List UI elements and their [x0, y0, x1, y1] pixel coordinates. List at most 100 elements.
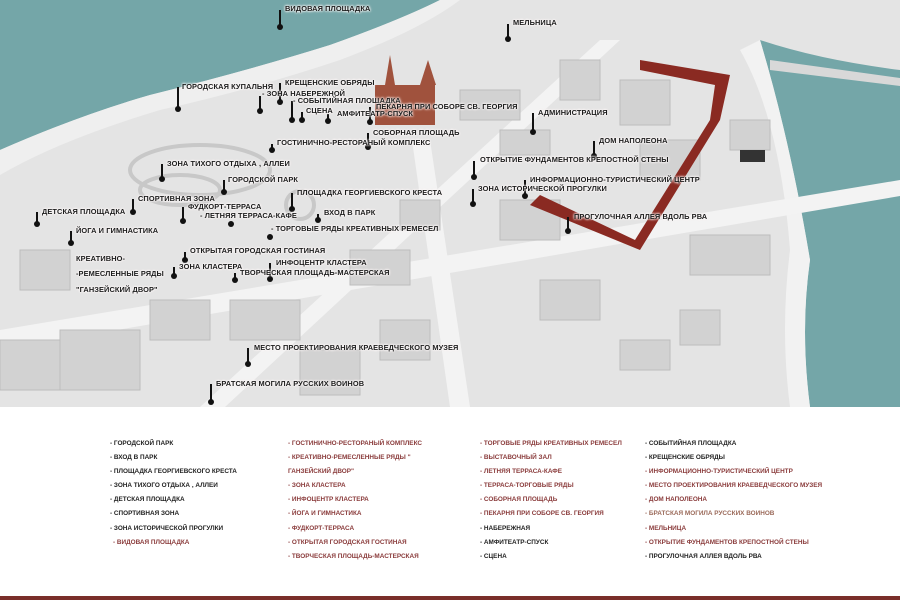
label-fundamenty: ОТКРЫТИЕ ФУНДАМЕНТОВ КРЕПОСТНОЙ СТЕНЫ: [480, 155, 669, 164]
legend-item: - СОБЫТИЙНАЯ ПЛОЩАДКА: [645, 440, 737, 447]
pin-yoga[interactable]: [68, 231, 74, 246]
pin-stsena[interactable]: [299, 112, 305, 123]
river-right: [760, 40, 900, 407]
pin-klaster[interactable]: [171, 267, 177, 279]
label-napoleon: ДОМ НАПОЛЕОНА: [599, 136, 668, 145]
legend-item: - ПРОГУЛОЧНАЯ АЛЛЕЯ ВДОЛЬ РВА: [645, 552, 762, 560]
label-fudkort: ФУДКОРТ-ТЕРРАСА: [188, 202, 262, 211]
buildings: [0, 59, 771, 396]
legend-col-1: - ГОРОДСКОЙ ПАРК - ВХОД В ПАРК - ПЛОЩАДК…: [110, 437, 237, 550]
label-progulochnaya: ПРОГУЛОЧНАЯ АЛЛЕЯ ВДОЛЬ РВА: [574, 212, 708, 221]
pin-infotsentr[interactable]: [267, 263, 273, 282]
pin-istoricheskaya[interactable]: [470, 189, 476, 207]
pin-gostinichno[interactable]: [269, 144, 275, 153]
pin-tvorcheskaya[interactable]: [232, 273, 238, 283]
legend-item: - МЕСТО ПРОЕКТИРОВАНИЯ КРАЕВЕДЧЕСКОГО МУ…: [645, 482, 823, 490]
legend-item: - ПЕКАРНЯ ПРИ СОБОРЕ СВ. ГЕОРГИЯ: [480, 510, 604, 518]
fortress-wall: [530, 60, 730, 250]
pin-amfiteatr[interactable]: [325, 114, 331, 124]
label-stsena: СЦЕНА: [306, 106, 333, 115]
label-tikhiy: ЗОНА ТИХОГО ОТДЫХА , АЛЛЕИ: [167, 159, 290, 168]
pin-sportivnaya[interactable]: [130, 199, 136, 215]
pin-park[interactable]: [221, 180, 227, 195]
pin-vidovaya[interactable]: [277, 10, 283, 30]
pin-sobytiynaya[interactable]: [289, 101, 295, 123]
pin-infoturist[interactable]: [522, 180, 528, 199]
legend-item: - СОБОРНАЯ ПЛОЩАДЬ: [480, 496, 558, 504]
legend-item: - ЛЕТНЯЯ ТЕРРАСА-КАФЕ: [480, 468, 562, 476]
legend-item: - ЗОНА ИСТОРИЧЕСКОЙ ПРОГУЛКИ: [110, 524, 224, 532]
label-istoricheskaya: ЗОНА ИСТОРИЧЕСКОЙ ПРОГУЛКИ: [478, 184, 607, 193]
label-melnitsa: МЕЛЬНИЦА: [513, 18, 557, 27]
legend-item: - ГОРОДСКОЙ ПАРК: [110, 440, 174, 447]
bottom-border: [0, 596, 900, 600]
label-sobornaya: СОБОРНАЯ ПЛОЩАДЬ: [373, 128, 460, 137]
legend-item: - КРЕАТИВНО-РЕМЕСЛЕННЫЕ РЯДЫ ": [288, 454, 411, 462]
pin-tikhiy[interactable]: [159, 164, 165, 182]
pin-napoleon[interactable]: [591, 141, 597, 159]
legend-item: - ОТКРЫТИЕ ФУНДАМЕНТОВ КРЕПОСТНОЙ СТЕНЫ: [645, 538, 809, 546]
pin-progulochnaya[interactable]: [565, 217, 571, 234]
legend-item: - МЕЛЬНИЦА: [645, 524, 687, 532]
legend-col-4: - СОБЫТИЙНАЯ ПЛОЩАДКА - КРЕЩЕНСКИЕ ОБРЯД…: [645, 437, 822, 564]
riverbank-right: [740, 40, 810, 407]
legend-col-2: - ГОСТИНИЧНО-РЕСТОРАНЫЙ КОМПЛЕКС - КРЕАТ…: [288, 437, 422, 564]
label-kupalnya: ГОРОДСКАЯ КУПАЛЬНЯ: [182, 82, 274, 91]
legend-item: - ФУДКОРТ-ТЕРРАСА: [288, 524, 355, 532]
pin-administratsiya[interactable]: [530, 113, 536, 135]
pin-torgovye[interactable]: [267, 234, 273, 240]
pin-fudkort[interactable]: [180, 207, 186, 224]
label-gostinaya: ОТКРЫТАЯ ГОРОДСКАЯ ГОСТИНАЯ: [190, 246, 326, 255]
legend-item: - ВХОД В ПАРК: [110, 454, 158, 462]
label-kreativno-1: КРЕАТИВНО-: [76, 254, 126, 263]
legend-item: - ГОСТИНИЧНО-РЕСТОРАНЫЙ КОМПЛЕКС: [288, 440, 422, 447]
pin-naberezhnaya[interactable]: [257, 96, 263, 114]
river-left: [0, 0, 440, 150]
label-infoturist: ИНФОРМАЦИОННО-ТУРИСТИЧЕСКИЙ ЦЕНТР: [530, 175, 700, 184]
legend-item: - СПОРТИВНАЯ ЗОНА: [110, 510, 180, 518]
label-sportivnaya: СПОРТИВНАЯ ЗОНА: [138, 194, 215, 203]
legend-item: - ТОРГОВЫЕ РЯДЫ КРЕАТИВНЫХ РЕМЕСЕЛ: [480, 440, 622, 447]
legend-item: - ВЫСТАВОЧНЫЙ ЗАЛ: [480, 454, 552, 462]
pin-fundamenty[interactable]: [471, 161, 477, 180]
label-sobytiynaya: - СОБЫТИЙНАЯ ПЛОЩАДКА: [293, 96, 401, 105]
legend-item: - НАБЕРЕЖНАЯ: [480, 524, 531, 532]
label-mogila: БРАТСКАЯ МОГИЛА РУССКИХ ВОИНОВ: [216, 379, 365, 388]
site-map: ВИДОВАЯ ПЛОЩАДКА МЕЛЬНИЦА ГОРОДСКАЯ КУПА…: [0, 0, 900, 407]
pin-vkhod[interactable]: [315, 214, 321, 223]
pin-georgievsky[interactable]: [289, 193, 295, 212]
label-park: ГОРОДСКОЙ ПАРК: [228, 175, 299, 184]
legend-item: - ДЕТСКАЯ ПЛОЩАДКА: [110, 496, 185, 504]
label-torgovye: - ТОРГОВЫЕ РЯДЫ КРЕАТИВНЫХ РЕМЕСЕЛ: [271, 224, 439, 233]
legend-item: - ИНФОРМАЦИОННО-ТУРИСТИЧЕСКИЙ ЦЕНТР: [645, 468, 793, 476]
pin-kupalnya[interactable]: [175, 87, 181, 112]
pin-sobornaya[interactable]: [365, 133, 371, 150]
pin-pekarnya[interactable]: [367, 107, 373, 125]
pin-muzey[interactable]: [245, 348, 251, 367]
legend-item: - ОТКРЫТАЯ ГОРОДСКАЯ ГОСТИНАЯ: [288, 538, 407, 546]
legend-col-3: - ТОРГОВЫЕ РЯДЫ КРЕАТИВНЫХ РЕМЕСЕЛ - ВЫС…: [480, 437, 622, 564]
pin-letnyaya[interactable]: [228, 221, 234, 227]
pin-mogila[interactable]: [208, 384, 214, 405]
legend-item: - ВИДОВАЯ ПЛОЩАДКА: [113, 538, 190, 546]
label-letnyaya: - ЛЕТНЯЯ ТЕРРАСА-КАФЕ: [200, 211, 297, 220]
pin-melnitsa[interactable]: [505, 24, 511, 42]
label-kreativno-3: "ГАНЗЕЙСКИЙ ДВОР": [76, 285, 158, 294]
label-vidovaya: ВИДОВАЯ ПЛОЩАДКА: [285, 4, 371, 13]
park-paths: [128, 143, 316, 221]
label-kreshchenskie: КРЕЩЕНСКИЕ ОБРЯДЫ: [285, 78, 375, 87]
label-klaster: ЗОНА КЛАСТЕРА: [179, 262, 243, 271]
legend-item: - КРЕЩЕНСКИЕ ОБРЯДЫ: [645, 454, 725, 462]
legend-item: - ДОМ НАПОЛЕОНА: [645, 496, 708, 504]
pin-gostinaya[interactable]: [182, 252, 188, 263]
label-vkhod: ВХОД В ПАРК: [324, 208, 376, 217]
legend-item: - СЦЕНА: [480, 552, 507, 560]
label-tvorcheskaya: ТВОРЧЕСКАЯ ПЛОЩАДЬ-МАСТЕРСКАЯ: [240, 268, 390, 277]
pin-kreshchenskie[interactable]: [277, 83, 283, 105]
label-amfiteatr: АМФИТЕАТР-СПУСК: [337, 109, 414, 118]
label-muzey: МЕСТО ПРОЕКТИРОВАНИЯ КРАЕВЕДЧЕСКОГО МУЗЕ…: [254, 343, 459, 352]
map-background: [0, 0, 900, 407]
pin-detskaya[interactable]: [34, 212, 40, 227]
label-naberezhnaya: - ЗОНА НАБЕРЕЖНОЙ: [262, 89, 346, 98]
legend-item: - ПЛОЩАДКА ГЕОРГИЕВСКОГО КРЕСТА: [110, 468, 237, 476]
